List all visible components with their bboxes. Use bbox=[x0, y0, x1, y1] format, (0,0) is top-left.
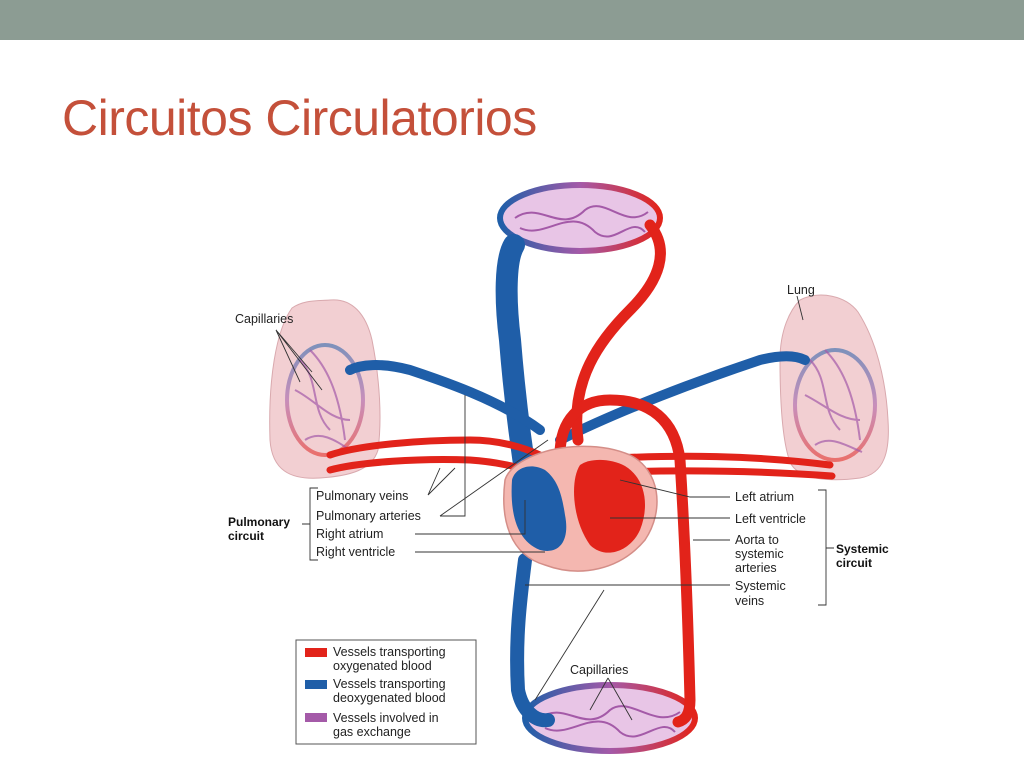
legend-deoxygenated-line2: deoxygenated blood bbox=[333, 691, 446, 705]
superior-vena-cava bbox=[495, 234, 539, 501]
leader-lines bbox=[275, 295, 804, 721]
label-capillaries-left: Capillaries bbox=[235, 312, 293, 326]
label-right-ventricle: Right ventricle bbox=[316, 545, 395, 559]
left-lung bbox=[269, 299, 381, 479]
top-accent-bar bbox=[0, 0, 1024, 40]
top-capillary-bed bbox=[497, 182, 663, 254]
legend-gas-exchange-line1: Vessels involved in bbox=[333, 711, 439, 725]
label-left-ventricle: Left ventricle bbox=[735, 512, 806, 526]
label-systemic-circuit-2: circuit bbox=[836, 556, 872, 570]
label-aorta-3: arteries bbox=[735, 561, 777, 575]
inferior-vena-cava bbox=[510, 553, 555, 728]
left-pulmonary-artery bbox=[345, 360, 545, 435]
legend-swatch-deoxygenated bbox=[305, 680, 327, 689]
label-pulmonary-circuit-2: circuit bbox=[228, 529, 264, 543]
legend-oxygenated-line1: Vessels transporting bbox=[333, 645, 446, 659]
right-lung-capillary-net bbox=[793, 348, 877, 462]
label-aorta-1: Aorta to bbox=[735, 533, 779, 547]
legend-swatch-oxygenated bbox=[305, 648, 327, 657]
left-pulmonary-veins-2 bbox=[326, 455, 539, 476]
right-pulmonary-artery bbox=[555, 351, 810, 445]
legend-oxygenated-line2: oxygenated blood bbox=[333, 659, 432, 673]
legend-gas-exchange-line2: gas exchange bbox=[333, 725, 411, 739]
systemic-circuit-bracket bbox=[818, 489, 834, 606]
label-systemic-veins-1: Systemic bbox=[735, 579, 786, 593]
legend-swatch-gas-exchange bbox=[305, 713, 327, 722]
label-systemic-circuit-1: Systemic bbox=[836, 542, 889, 556]
label-pulmonary-arteries: Pulmonary arteries bbox=[316, 509, 421, 523]
legend: Vessels transporting oxygenated blood Ve… bbox=[295, 639, 477, 745]
label-left-atrium: Left atrium bbox=[735, 490, 794, 504]
label-systemic-veins-2: veins bbox=[735, 594, 764, 608]
label-pulmonary-circuit-1: Pulmonary bbox=[228, 515, 290, 529]
left-heart-chambers bbox=[574, 459, 645, 553]
left-pulmonary-veins bbox=[326, 436, 544, 459]
legend-box bbox=[295, 639, 477, 745]
slide-title: Circuitos Circulatorios bbox=[62, 90, 537, 146]
label-aorta-2: systemic bbox=[735, 547, 784, 561]
pulmonary-circuit-bracket bbox=[302, 487, 318, 561]
right-pulmonary-veins bbox=[611, 452, 834, 469]
legend-deoxygenated-line1: Vessels transporting bbox=[333, 677, 446, 691]
label-capillaries-bottom: Capillaries bbox=[570, 663, 628, 677]
left-lung-capillary-net bbox=[285, 343, 365, 457]
label-right-atrium: Right atrium bbox=[316, 527, 383, 541]
ascending-aorta bbox=[571, 219, 666, 446]
label-pulmonary-veins: Pulmonary veins bbox=[316, 489, 408, 503]
label-lung: Lung bbox=[787, 283, 815, 297]
